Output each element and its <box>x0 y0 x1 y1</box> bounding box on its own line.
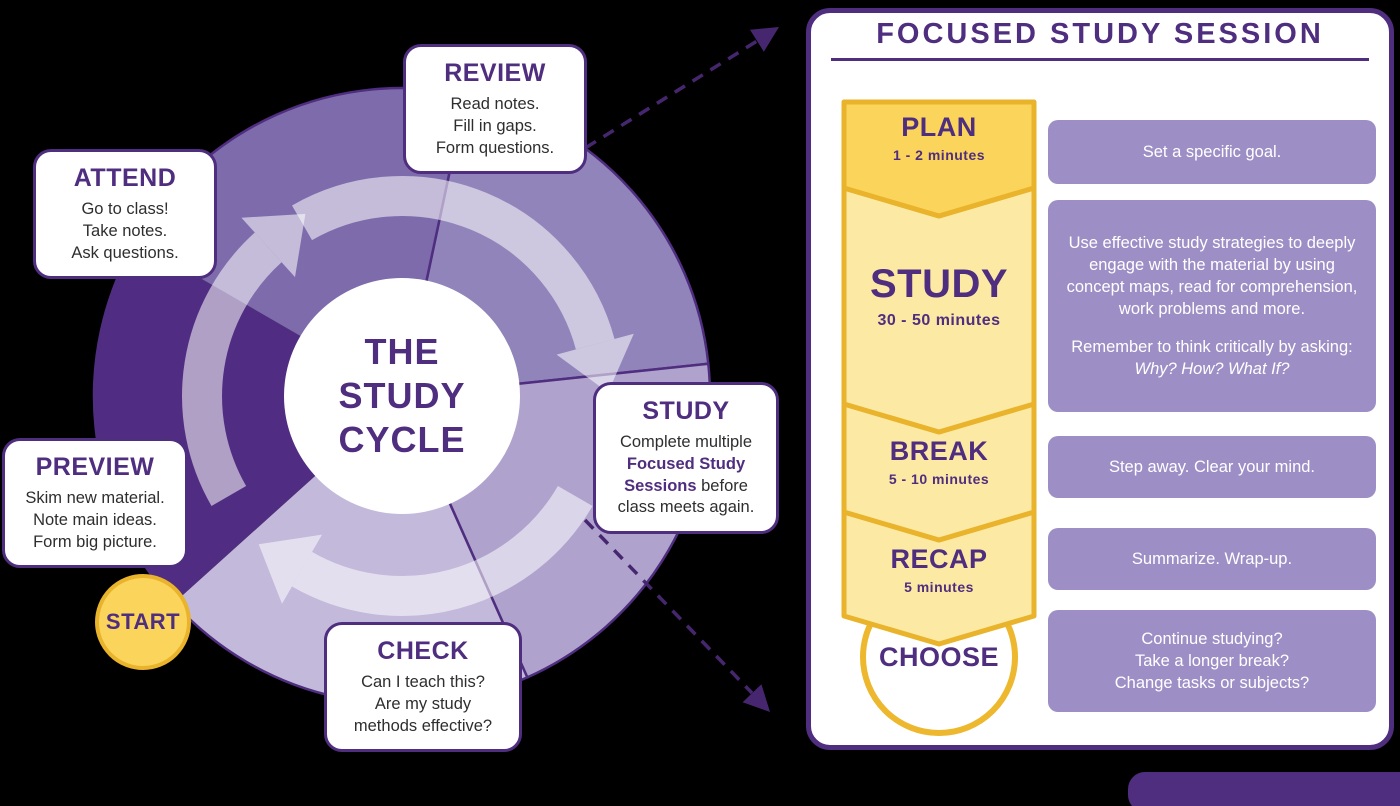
study-step-name: STUDY <box>869 262 1009 306</box>
session-step-chain <box>841 99 1037 736</box>
preview-card-line: Form big picture. <box>33 532 157 551</box>
bottom-attribution-bar <box>1128 772 1400 806</box>
recap-step-duration: 5 minutes <box>904 579 974 595</box>
study-card-body-pre: Complete multiple <box>619 433 753 451</box>
preview-card-line: Skim new material. <box>25 489 165 507</box>
recap-desc-box: Summarize. Wrap-up. <box>1048 528 1376 590</box>
choose-desc-line: Continue studying? <box>1141 629 1283 648</box>
check-card-line: Are my study <box>374 694 472 713</box>
check-card: CHECK Can I teach this? Are my study met… <box>324 622 522 753</box>
plan-step-duration: 1 - 2 minutes <box>892 147 986 163</box>
recap-step-name: RECAP <box>890 544 988 574</box>
study-step-duration: 30 - 50 minutes <box>877 312 1001 329</box>
attend-card-title: ATTEND <box>73 164 177 192</box>
review-card-title: REVIEW <box>444 59 546 87</box>
break-desc-box: Step away. Clear your mind. <box>1048 436 1376 498</box>
break-desc: Step away. Clear your mind. <box>1108 457 1316 476</box>
check-card-line: methods effective? <box>353 716 493 735</box>
break-step-name: BREAK <box>889 436 989 466</box>
review-card: REVIEW Read notes. Fill in gaps. Form qu… <box>403 44 587 175</box>
dashed-connector-bottom-icon <box>583 518 754 695</box>
start-circle: START <box>95 574 191 670</box>
plan-desc: Set a specific goal. <box>1142 142 1282 161</box>
preview-card-line: Note main ideas. <box>33 510 157 529</box>
study-card: STUDY Complete multiple Focused Study Se… <box>593 382 779 535</box>
break-step-duration: 5 - 10 minutes <box>888 471 990 487</box>
study-card-body-post: before class meets again. <box>617 476 755 517</box>
preview-card-title: PREVIEW <box>35 453 155 481</box>
check-card-line: Can I teach this? <box>361 673 485 691</box>
dashed-arrowhead-bottom-icon <box>742 684 770 712</box>
panel-title-divider <box>831 58 1369 61</box>
check-card-title: CHECK <box>377 637 469 665</box>
study-card-body-bold: Focused Study Sessions <box>624 454 746 495</box>
plan-desc-box: Set a specific goal. <box>1048 120 1376 184</box>
dashed-connectors <box>549 27 779 712</box>
clockwise-arrowhead-top-icon <box>241 213 306 278</box>
choose-desc-line: Take a longer break? <box>1134 651 1290 670</box>
cycle-center-circle <box>284 278 520 514</box>
attend-card-line: Take notes. <box>82 221 168 240</box>
cycle-center-line1: THE <box>364 331 440 373</box>
panel-title: FOCUSED STUDY SESSION <box>876 18 1324 50</box>
review-card-line: Form questions. <box>435 138 555 157</box>
study-desc-p2-pre: Remember to think critically by asking: <box>1071 338 1353 357</box>
clockwise-arrows-icon <box>182 176 634 616</box>
clockwise-arrow-top-icon <box>292 176 615 350</box>
attend-card-line: Ask questions. <box>71 243 179 262</box>
clockwise-arrow-bottom-icon <box>292 485 593 616</box>
cycle-center-line3: CYCLE <box>338 418 466 460</box>
clockwise-arrowhead-left-icon <box>258 534 322 604</box>
attend-card-line: Go to class! <box>81 200 169 218</box>
choose-step-name: CHOOSE <box>878 642 1000 672</box>
review-card-line: Read notes. <box>450 95 540 113</box>
study-desc-paragraph1: Use effective study strategies to deeply… <box>1066 233 1358 318</box>
attend-card: ATTEND Go to class! Take notes. Ask ques… <box>33 149 217 280</box>
review-card-line: Fill in gaps. <box>453 116 537 135</box>
study-desc-box: Use effective study strategies to deeply… <box>1048 200 1376 412</box>
study-card-body: Complete multiple Focused Study Sessions… <box>606 432 766 519</box>
preview-card: PREVIEW Skim new material. Note main ide… <box>2 438 188 569</box>
plan-step-name: PLAN <box>901 112 977 142</box>
cycle-center-line2: STUDY <box>338 375 466 417</box>
study-desc-p2-italic: Why? How? What If? <box>1134 360 1290 379</box>
start-label: START <box>105 609 181 634</box>
study-chevron <box>841 185 1037 435</box>
recap-desc: Summarize. Wrap-up. <box>1131 549 1293 568</box>
plan-chevron <box>841 99 1037 219</box>
study-desc-paragraph2: Remember to think critically by asking: … <box>1064 336 1360 380</box>
dashed-arrowhead-top-icon <box>750 27 779 52</box>
clockwise-arrowhead-right-icon <box>556 333 634 393</box>
cycle-center-title: THE STUDY CYCLE <box>287 280 517 512</box>
choose-desc-box: Continue studying? Take a longer break? … <box>1048 610 1376 712</box>
study-card-title: STUDY <box>642 397 730 425</box>
clockwise-arrow-left-icon <box>182 232 282 506</box>
choose-desc-line: Change tasks or subjects? <box>1114 674 1310 693</box>
